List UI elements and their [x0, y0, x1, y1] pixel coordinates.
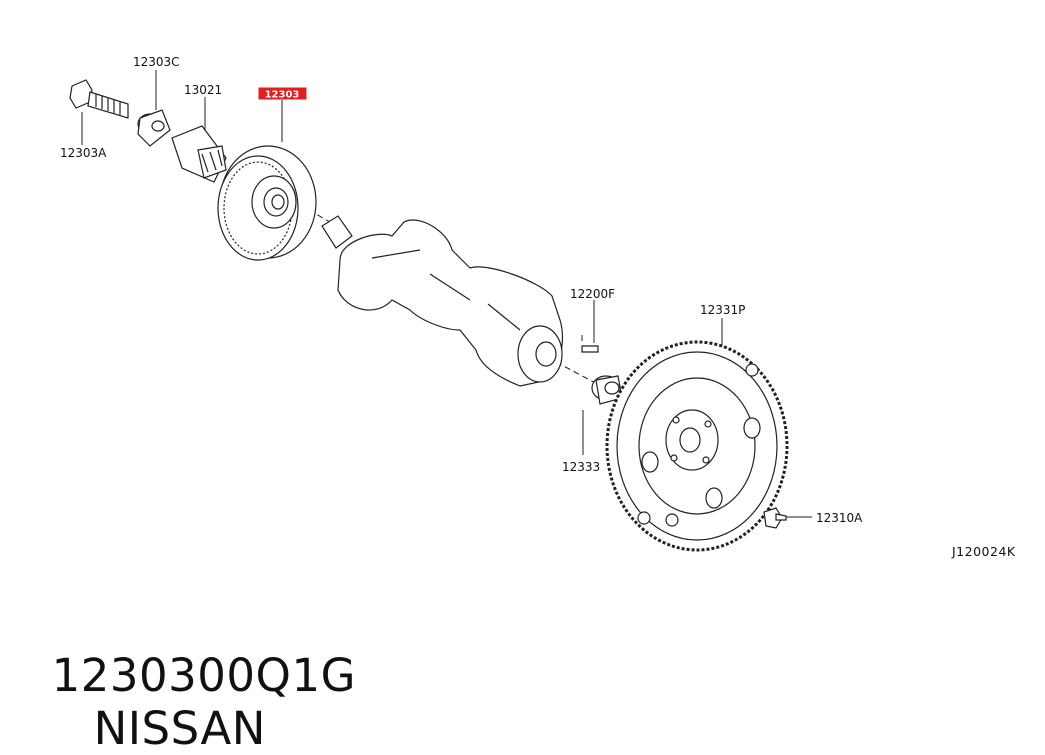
crankshaft-sprocket — [171, 125, 227, 183]
highlight-box — [258, 87, 307, 100]
crank-pulley-bolt — [69, 79, 129, 119]
label-key: 13021 — [184, 83, 222, 97]
label-bushing: 12333 — [562, 460, 600, 474]
flywheel — [605, 340, 789, 552]
label-highlighted-part: 12303 — [265, 90, 300, 101]
label-dowel: 12200F — [570, 287, 615, 301]
part-caption: 1230300Q1G NISSAN — [22, 596, 356, 755]
label-bolt: 12303A — [60, 146, 107, 160]
label-washer: 12303C — [133, 55, 180, 69]
leader-lines — [81, 70, 812, 518]
exploded-parts-diagram: 12303 12303C 13021 12303A 12200F 12331P … — [60, 55, 1016, 559]
label-flywheel-bolt: 12310A — [816, 511, 863, 525]
pulley-washer — [137, 109, 171, 147]
diagram-reference-code: J120024K — [951, 544, 1016, 559]
crankshaft-pulley — [217, 145, 317, 261]
flywheel-bolt — [763, 507, 787, 529]
dowel-pin — [581, 345, 599, 353]
brand-name: NISSAN — [93, 702, 266, 755]
pilot-bushing — [591, 375, 623, 405]
part-number: 1230300Q1G — [51, 649, 356, 702]
crankshaft — [321, 215, 563, 387]
label-flywheel: 12331P — [700, 303, 745, 317]
